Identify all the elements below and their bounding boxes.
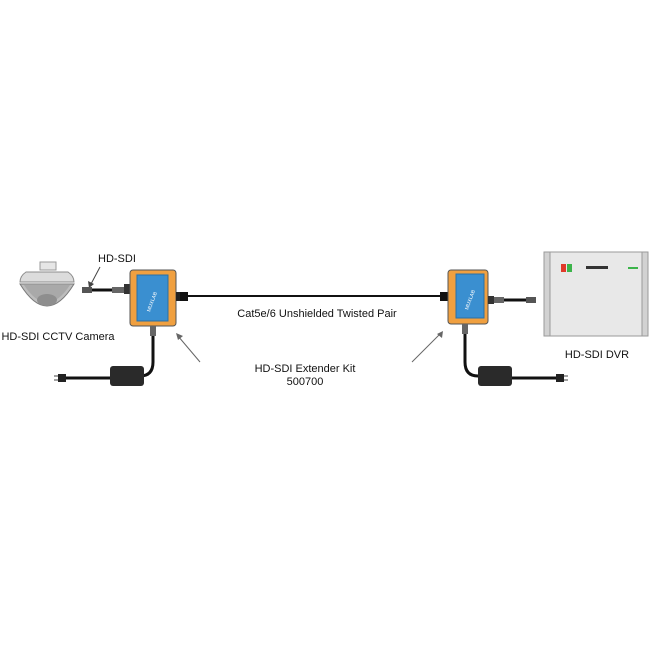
rj45-connector-icon <box>180 292 448 301</box>
hdsdi-pointer-arrow <box>88 266 101 288</box>
dvr-icon <box>543 251 649 337</box>
extender-receiver-icon: MUXLAB <box>447 269 494 378</box>
kit-name-label: HD-SDI Extender Kit <box>254 363 356 375</box>
camera-dome-icon <box>19 261 75 307</box>
kit-pointer-right <box>411 331 443 363</box>
bnc-connector-output <box>494 297 536 303</box>
power-adapter-icon <box>54 366 144 386</box>
bnc-connector-icon <box>82 287 124 293</box>
camera-label: HD-SDI CCTV Camera <box>1 331 115 343</box>
hdsdi-label: HD-SDI <box>98 253 136 265</box>
extender-transmitter-icon: MUXLAB <box>124 269 184 378</box>
kit-model-label: 500700 <box>286 376 324 388</box>
cable-label: Cat5e/6 Unshielded Twisted Pair <box>237 308 397 320</box>
power-adapter-icon-right <box>478 366 568 386</box>
dvr-label: HD-SDI DVR <box>564 349 630 361</box>
kit-pointer-left <box>176 333 201 363</box>
